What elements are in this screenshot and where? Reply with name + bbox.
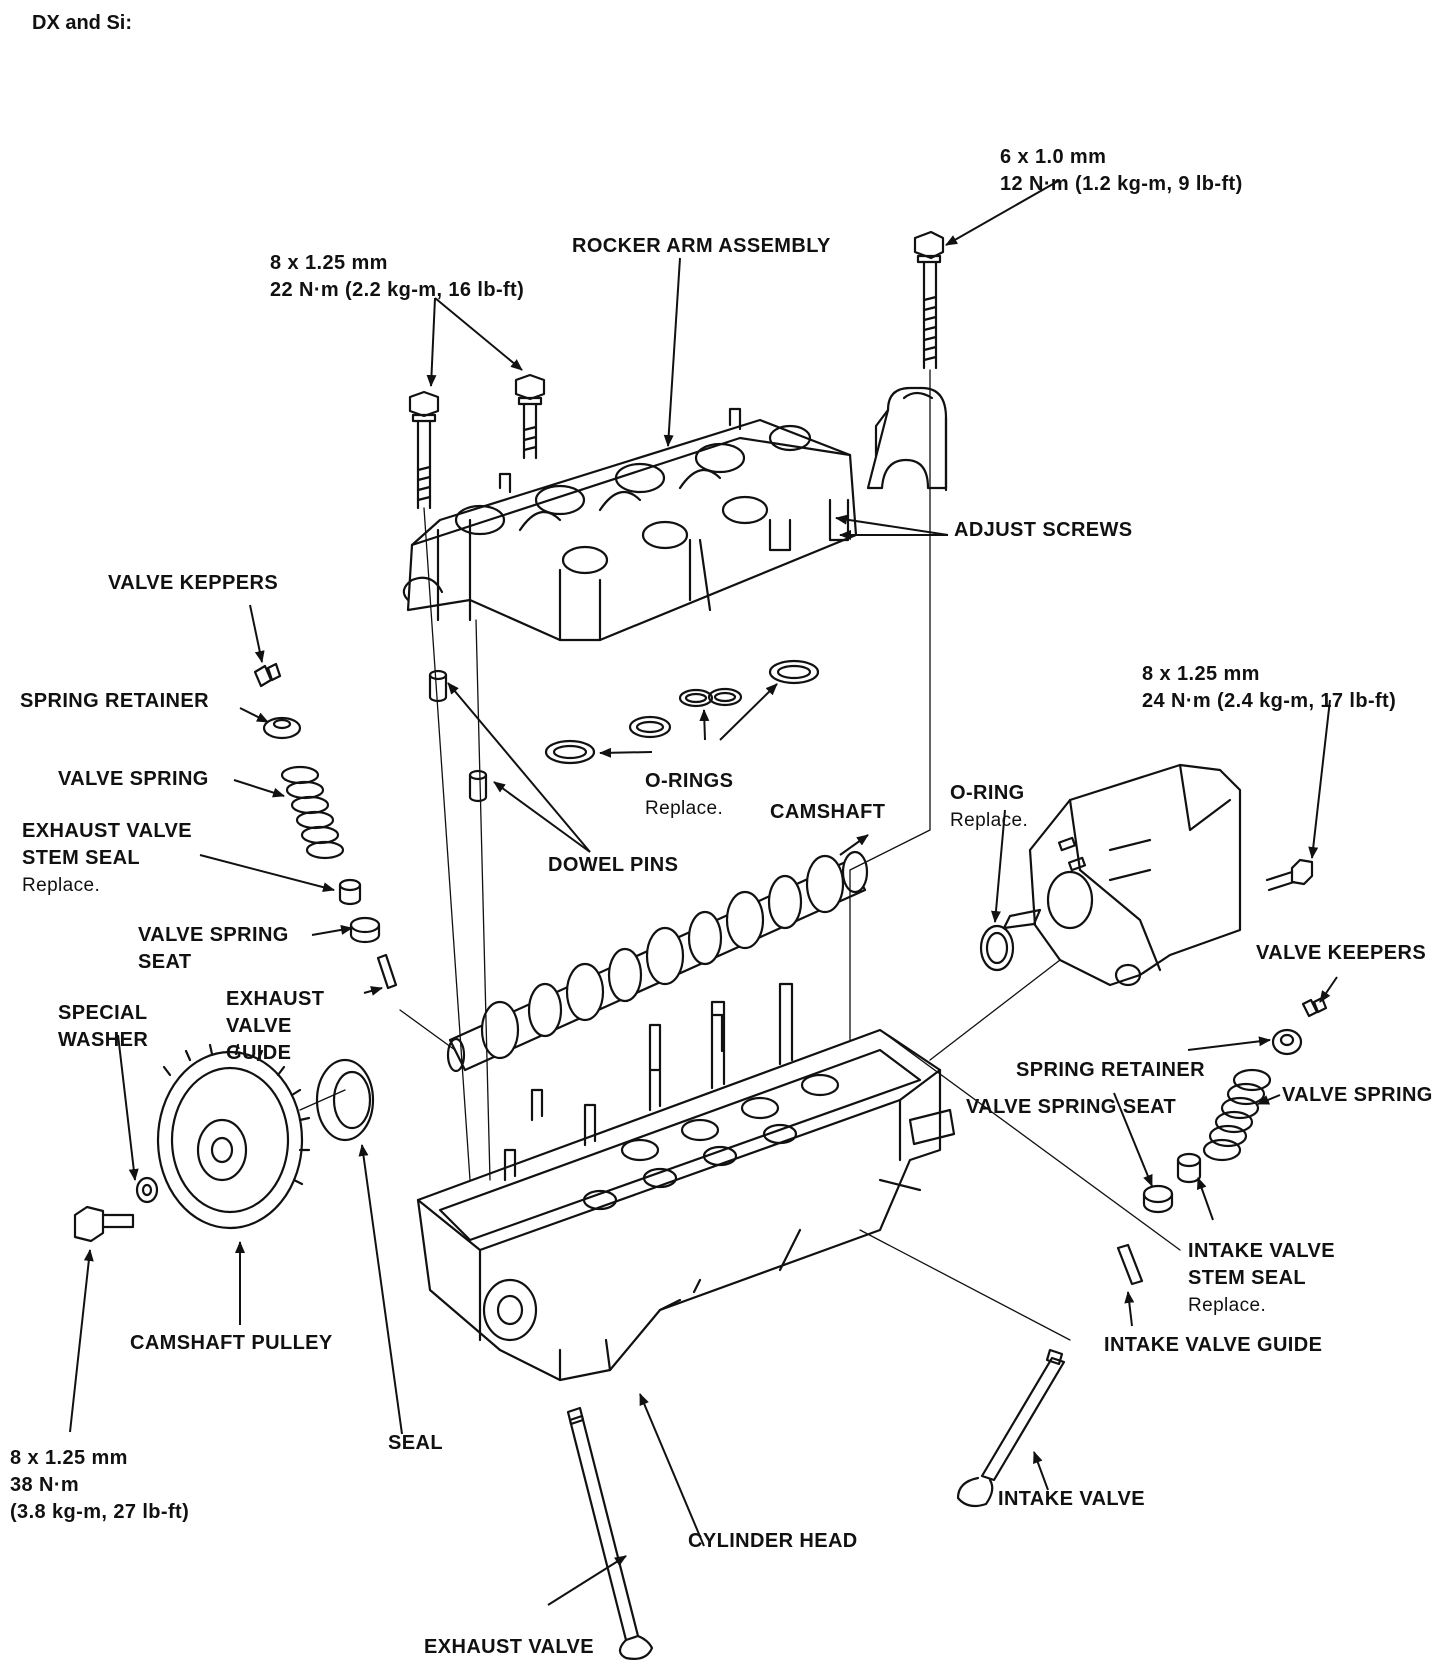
rocker-arm-assembly-icon [402, 407, 858, 642]
intake-valve-label: INTAKE VALVE [998, 1488, 1146, 1510]
intake-valve-guide-label: INTAKE VALVE GUIDE [1104, 1334, 1323, 1356]
o-ring-label: O-RING Replace. [950, 780, 1028, 834]
dowel-pin-icon [468, 769, 488, 803]
rocker-bolt-icon [514, 373, 546, 460]
valve-spring-seat-icon [1142, 1184, 1174, 1214]
intake-valve-stem-seal-note: Replace. [1188, 1295, 1267, 1316]
exhaust-valve-icon [566, 1406, 654, 1660]
exhaust-valve-stem-seal-icon [338, 878, 362, 906]
spring-retainer-icon [1271, 1028, 1303, 1056]
rocker-bolt-icon [408, 390, 440, 510]
valve-spring-seat-left-label: VALVE SPRING SEAT [138, 922, 289, 976]
distributor-bolt-icon [1265, 858, 1314, 892]
cylinder-head-label: CYLINDER HEAD [688, 1530, 858, 1552]
special-washer-line1: SPECIAL [58, 1002, 148, 1024]
camshaft-label: CAMSHAFT [770, 801, 886, 823]
exhaust-valve-guide-line1: EXHAUST [226, 988, 325, 1010]
cylinder-head-icon [416, 982, 956, 1382]
camshaft-pulley-icon [156, 1043, 311, 1230]
o-ring-line1: O-RING [950, 782, 1025, 804]
exhaust-valve-stem-seal-line2: STEM SEAL [22, 847, 141, 869]
spring-retainer-left-label: SPRING RETAINER [20, 690, 209, 712]
spring-retainer-icon [262, 716, 302, 740]
o-rings-note: Replace. [645, 798, 724, 819]
distributor-o-ring-icon [979, 924, 1015, 972]
exhaust-valve-stem-seal-note: Replace. [22, 875, 101, 896]
adjust-screws-label: ADJUST SCREWS [954, 519, 1133, 541]
o-ring-note: Replace. [950, 810, 1029, 831]
special-washer-line2: WASHER [58, 1029, 149, 1051]
pulley-bolt-icon [73, 1205, 135, 1243]
seal-label: SEAL [388, 1432, 443, 1454]
camshaft-pulley-label: CAMSHAFT PULLEY [130, 1332, 333, 1354]
exhaust-valve-guide-line2: VALVE [226, 1015, 292, 1037]
valve-keepers-left-label: VALVE KEPPERS [108, 572, 279, 594]
valve-spring-seat-icon [349, 916, 381, 944]
cap-bolt-torque: 12 N·m (1.2 kg-m, 9 lb-ft) [1000, 173, 1243, 195]
intake-valve-stem-seal-line2: STEM SEAL [1188, 1267, 1307, 1289]
valve-spring-seat-left-line1: VALVE SPRING [138, 924, 289, 946]
valve-keepers-icon [253, 662, 282, 688]
exhaust-valve-stem-seal-label: EXHAUST VALVE STEM SEAL Replace. [22, 818, 192, 899]
rocker-bolt-spec: 8 x 1.25 mm 22 N·m (2.2 kg-m, 16 lb-ft) [270, 250, 524, 304]
exhaust-valve-stem-seal-line1: EXHAUST VALVE [22, 820, 193, 842]
distributor-bolt-size: 8 x 1.25 mm [1142, 663, 1260, 685]
pulley-bolt-torque-alt: (3.8 kg-m, 27 lb-ft) [10, 1501, 190, 1523]
distributor-bolt-spec: 8 x 1.25 mm 24 N·m (2.4 kg-m, 17 lb-ft) [1142, 661, 1396, 715]
rocker-arm-assembly-label: ROCKER ARM ASSEMBLY [572, 235, 831, 257]
camshaft-cap-icon [866, 386, 948, 492]
intake-valve-icon [956, 1348, 1066, 1508]
page-header: DX and Si: [32, 12, 133, 34]
exhaust-valve-guide-label: EXHAUST VALVE GUIDE [226, 986, 324, 1067]
rocker-bolt-size: 8 x 1.25 mm [270, 252, 388, 274]
o-ring-icon [544, 659, 820, 765]
cap-bolt-icon [913, 230, 945, 370]
o-rings-label: O-RINGS Replace. [645, 768, 733, 822]
valve-spring-left-label: VALVE SPRING [58, 768, 209, 790]
exhaust-valve-guide-line3: GUIDE [226, 1042, 292, 1064]
distributor-icon [1002, 763, 1242, 987]
valve-spring-icon [280, 765, 345, 860]
special-washer-label: SPECIAL WASHER [58, 1000, 148, 1054]
intake-valve-stem-seal-line1: INTAKE VALVE [1188, 1240, 1336, 1262]
dowel-pin-icon [428, 669, 448, 703]
spring-retainer-right-label: SPRING RETAINER [1016, 1059, 1205, 1081]
rocker-bolt-torque: 22 N·m (2.2 kg-m, 16 lb-ft) [270, 279, 525, 301]
valve-keepers-icon [1301, 996, 1328, 1018]
pulley-bolt-torque: 38 N·m [10, 1474, 80, 1496]
cap-bolt-size: 6 x 1.0 mm [1000, 146, 1107, 168]
exhaust-valve-guide-icon [376, 953, 398, 990]
valve-spring-right-label: VALVE SPRING [1282, 1084, 1433, 1106]
pulley-bolt-size: 8 x 1.25 mm [10, 1447, 128, 1469]
valve-spring-icon [1202, 1068, 1272, 1162]
exhaust-valve-label: EXHAUST VALVE [424, 1636, 595, 1658]
camshaft-icon [446, 850, 869, 1073]
pulley-bolt-spec: 8 x 1.25 mm 38 N·m (3.8 kg-m, 27 lb-ft) [10, 1445, 189, 1526]
valve-spring-seat-left-line2: SEAT [138, 951, 192, 973]
intake-valve-guide-icon [1116, 1243, 1144, 1286]
o-rings-line1: O-RINGS [645, 770, 734, 792]
dowel-pins-label: DOWEL PINS [548, 854, 679, 876]
cap-bolt-spec: 6 x 1.0 mm 12 N·m (1.2 kg-m, 9 lb-ft) [1000, 144, 1243, 198]
intake-valve-stem-seal-label: INTAKE VALVE STEM SEAL Replace. [1188, 1238, 1335, 1319]
special-washer-icon [135, 1176, 159, 1204]
valve-keepers-right-label: VALVE KEEPERS [1256, 942, 1427, 964]
distributor-bolt-torque: 24 N·m (2.4 kg-m, 17 lb-ft) [1142, 690, 1397, 712]
seal-icon [315, 1058, 375, 1142]
intake-valve-stem-seal-icon [1176, 1152, 1202, 1184]
valve-spring-seat-right-label: VALVE SPRING SEAT [966, 1096, 1177, 1118]
